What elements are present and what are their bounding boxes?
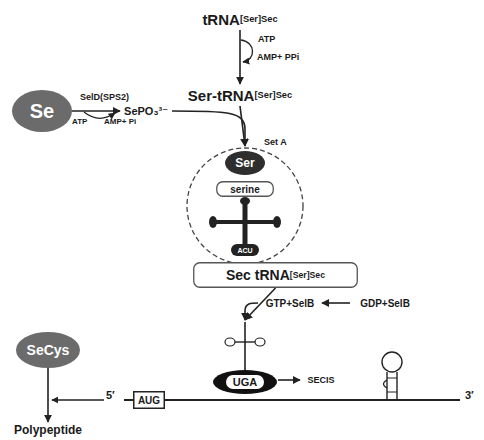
factor-label: GTP+SelB	[258, 294, 322, 312]
node-text: AUG	[138, 395, 160, 406]
node-text: Se	[30, 100, 54, 123]
node-text: GDP+SelB	[360, 298, 410, 309]
secis-stem	[396, 372, 397, 399]
secis-loop	[382, 352, 402, 372]
annotation-label: 5′	[106, 389, 115, 401]
direction-arrow	[52, 399, 104, 401]
codon-pill	[226, 375, 264, 389]
node-text: GTP+SelB	[266, 298, 315, 309]
node-text: SECIS	[307, 375, 334, 385]
flow-arrow	[172, 111, 245, 146]
box-outline	[134, 392, 165, 409]
trna-stem	[244, 322, 246, 370]
trna-loop	[273, 216, 281, 228]
annotation-label: ATP	[72, 117, 87, 126]
flow-arrow	[47, 368, 49, 422]
ellipse-fill	[225, 151, 265, 175]
node-text: serine	[230, 184, 259, 195]
flow-arrow	[245, 303, 258, 320]
trna-arm	[234, 341, 256, 342]
flow-arrow	[322, 302, 350, 304]
flow-arrow	[245, 288, 276, 320]
node-text: Polypeptide	[14, 423, 82, 437]
annotation-label: ATP	[258, 34, 275, 44]
node-text: tRNA	[202, 11, 240, 28]
molecule-label: SePO₃³⁻	[120, 101, 172, 121]
mrna-line	[124, 399, 460, 401]
trna-arm	[215, 220, 275, 224]
trna-loop	[225, 338, 235, 346]
node-text: Ser	[235, 156, 254, 170]
secis-rung	[387, 392, 397, 393]
product-label: Polypeptide	[6, 422, 90, 438]
secis-rung	[387, 378, 397, 379]
flow-arrow	[278, 379, 300, 381]
box-outline	[217, 182, 274, 197]
node-text: SeCys	[27, 342, 70, 358]
trna-loop	[240, 197, 250, 205]
secis-stem	[386, 372, 387, 399]
trna-box: Sec tRNA[Ser]Sec	[193, 262, 358, 288]
secis-bulge	[384, 380, 388, 388]
factor-label: GDP+SelB	[350, 294, 420, 312]
trna-loop	[209, 216, 217, 228]
ellipse-fill	[12, 90, 72, 132]
edge-label: SelD(SPS2)	[80, 92, 129, 102]
flow-arrow	[240, 106, 245, 146]
trna-complex-circle: ACU Ser serine	[185, 146, 305, 266]
molecule-label: Ser-tRNA[Ser]Sec	[170, 84, 310, 106]
edge-label: Set A	[264, 137, 287, 147]
flow-arrow	[72, 110, 120, 112]
trna-loop	[255, 338, 265, 346]
element-label: SECIS	[300, 372, 342, 388]
node-text: SePO₃³⁻	[124, 105, 168, 118]
product-ellipse: SeCys	[16, 332, 80, 368]
node-text: Sec tRNA	[226, 267, 290, 283]
dashed-circle	[187, 148, 303, 264]
annotation-label: AMP+ Pi	[104, 117, 136, 126]
node-text: Ser-tRNA	[188, 87, 255, 104]
ribosome: UGA	[212, 320, 278, 394]
node-text: UGA	[233, 376, 257, 388]
flow-arrow	[239, 30, 241, 84]
annotation-label: AMP+ PPi	[257, 52, 299, 62]
ellipse-fill	[16, 332, 80, 368]
node-text: ACU	[237, 247, 252, 254]
box-outline	[194, 263, 358, 288]
amino-acid-box: serine	[216, 181, 274, 197]
element-ellipse: Se	[12, 90, 72, 132]
annotation-label: 3′	[465, 389, 474, 401]
amino-acid-ellipse: Ser	[225, 151, 265, 175]
ribosome-body	[213, 370, 277, 394]
molecule-label: tRNA[Ser]Sec	[185, 8, 295, 30]
atp-curve	[241, 40, 253, 62]
codon-box: AUG	[133, 391, 165, 409]
